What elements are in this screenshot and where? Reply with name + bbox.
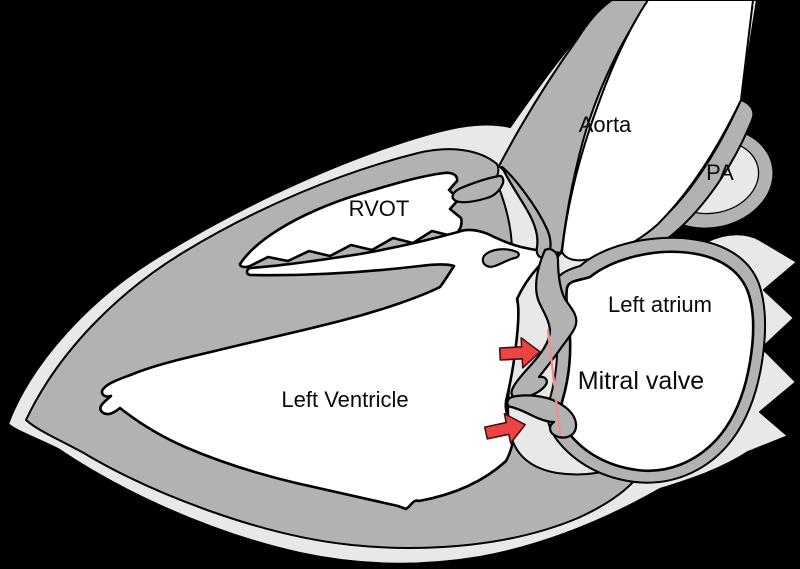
label-rvot: RVOT [349, 196, 410, 221]
label-left-atrium: Left atrium [608, 292, 712, 317]
label-pa: PA [706, 160, 734, 185]
rvot-cavity [238, 171, 463, 269]
mitral-arrow-upper [498, 337, 541, 369]
valve-coaptation-line [546, 328, 562, 436]
arrow-right-icon [483, 412, 526, 444]
label-mitral-valve: Mitral valve [578, 367, 704, 395]
aortic-cusp-horn [451, 174, 505, 204]
arrow-right-icon [498, 337, 541, 369]
label-left-ventricle: Left Ventricle [281, 387, 408, 412]
mitral-arrow-lower [483, 412, 526, 444]
aortic-cusp-left [481, 248, 520, 268]
label-aorta: Aorta [579, 112, 632, 137]
mitral-anterior-leaflet [510, 248, 578, 400]
